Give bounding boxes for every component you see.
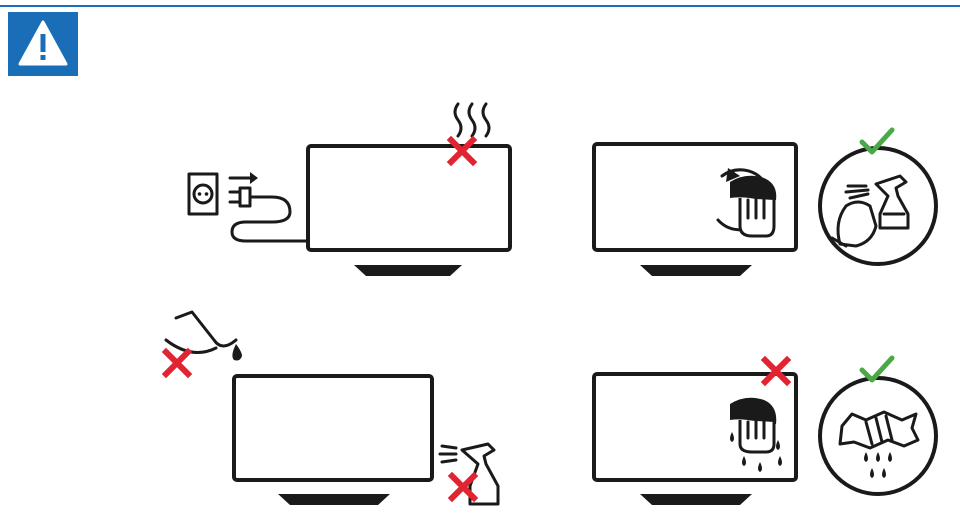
heat-waves-icon	[455, 104, 489, 136]
panel-no-heat-unplug	[189, 104, 510, 276]
tv-icon	[234, 376, 432, 505]
allowed-check-mark-icon	[862, 358, 892, 380]
cloth-in-hand-icon	[832, 202, 876, 246]
wrung-cloth-inset	[820, 358, 936, 494]
hand-with-cloth-icon	[730, 176, 776, 236]
panel-no-liquids-spray	[166, 312, 498, 505]
spray-mist-icon	[846, 186, 868, 198]
unplug-arrow-icon	[230, 172, 258, 184]
wrung-cloth-icon	[840, 412, 918, 448]
warning-badge	[8, 12, 78, 76]
pouring-liquid-icon	[166, 312, 242, 361]
panel-wipe-with-cloth	[594, 130, 936, 276]
wall-outlet-icon	[189, 174, 217, 214]
water-drops-icon	[864, 452, 892, 478]
spray-on-cloth-inset	[820, 130, 936, 264]
tv-icon	[308, 146, 510, 276]
hand-with-wet-cloth-icon	[730, 398, 776, 452]
forbidden-x-mark-icon	[166, 352, 188, 374]
power-plug-icon	[230, 188, 308, 241]
panel-no-wet-cloth-damp-wipe	[594, 358, 936, 505]
forbidden-x-mark-icon	[765, 360, 787, 382]
spray-bottle-icon	[876, 176, 908, 228]
forbidden-x-mark-icon	[451, 140, 473, 162]
